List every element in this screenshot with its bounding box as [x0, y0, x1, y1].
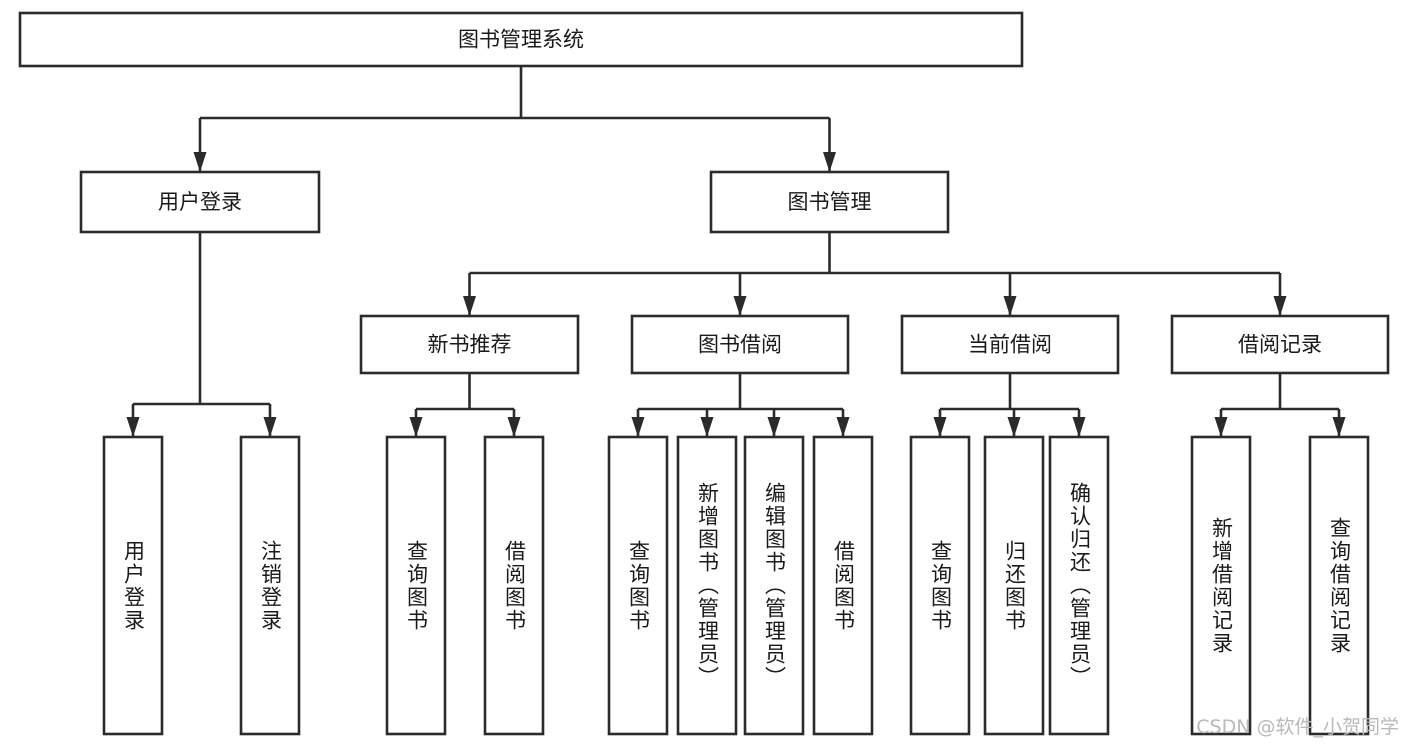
- root-node-box[interactable]: [18, 11, 1024, 68]
- arrow-head: [1214, 417, 1228, 437]
- leaf-node-box[interactable]: [909, 435, 971, 736]
- node-boxes: [18, 11, 1390, 736]
- arrow-head: [767, 417, 781, 437]
- arrow-head: [631, 417, 645, 437]
- leaf-node-box[interactable]: [1190, 435, 1252, 736]
- level3-node-box[interactable]: [359, 314, 580, 375]
- csdn-watermark: CSDN @软件_小贺同学: [1196, 716, 1399, 738]
- node-label: 当前借阅: [968, 333, 1052, 357]
- node-label: 图书借阅: [698, 333, 782, 357]
- leaf-node-box[interactable]: [483, 435, 545, 736]
- arrow-head: [1007, 417, 1021, 437]
- arrow-head: [193, 152, 207, 172]
- leaf-node-box[interactable]: [385, 435, 447, 736]
- arrow-head: [1003, 296, 1017, 316]
- level2-node-box[interactable]: [709, 170, 950, 234]
- leaf-node-box[interactable]: [1308, 435, 1370, 736]
- connector-arrowheads: [126, 152, 1346, 437]
- leaf-node-box[interactable]: [607, 435, 669, 736]
- arrow-head: [1072, 417, 1086, 437]
- leaf-node-box[interactable]: [812, 435, 874, 736]
- arrow-head: [1273, 296, 1287, 316]
- leaf-node-box[interactable]: [102, 435, 164, 736]
- node-label: 新书推荐: [428, 333, 512, 357]
- arrow-head: [933, 417, 947, 437]
- node-label: 图书管理系统: [458, 28, 584, 52]
- leaf-node-box[interactable]: [983, 435, 1045, 736]
- leaf-node-box[interactable]: [676, 435, 738, 736]
- level2-node-box[interactable]: [79, 170, 321, 234]
- arrow-head: [263, 417, 277, 437]
- node-label: 图书管理: [788, 190, 872, 214]
- arrow-head: [507, 417, 521, 437]
- connector-lines: [131, 66, 1341, 437]
- arrow-head: [1332, 417, 1346, 437]
- arrow-head: [733, 296, 747, 316]
- arrow-head: [836, 417, 850, 437]
- arrow-head: [126, 417, 140, 437]
- level3-node-box[interactable]: [630, 314, 850, 375]
- node-label: 用户登录: [158, 190, 242, 214]
- level3-node-box[interactable]: [1170, 314, 1390, 375]
- leaf-node-box[interactable]: [1048, 435, 1110, 736]
- arrow-head: [823, 152, 836, 172]
- arrow-head: [463, 296, 476, 316]
- node-label: 借阅记录: [1238, 333, 1322, 357]
- level3-node-box[interactable]: [900, 314, 1120, 375]
- leaf-node-box[interactable]: [239, 435, 301, 736]
- arrow-head: [409, 417, 423, 437]
- arrow-head: [700, 417, 714, 437]
- leaf-node-box[interactable]: [743, 435, 805, 736]
